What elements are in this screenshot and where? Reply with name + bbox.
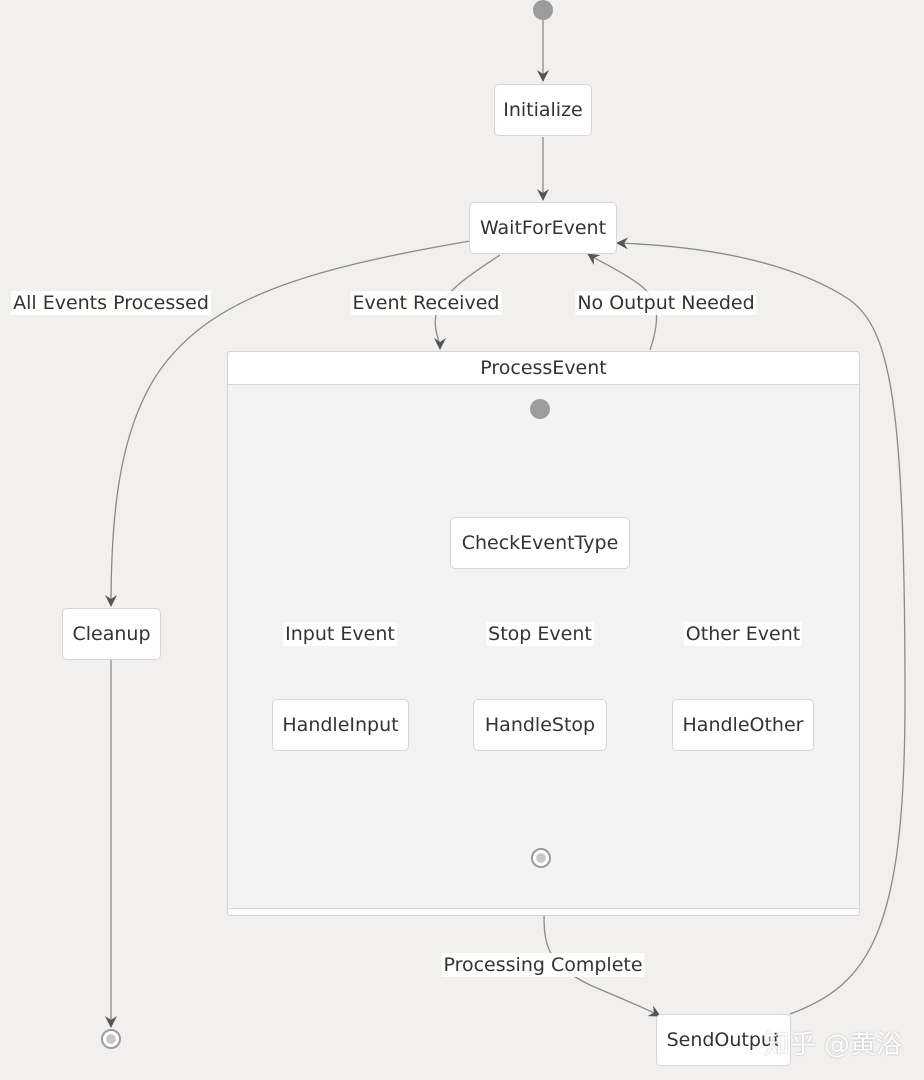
edge-wait-to-cleanup — [105, 240, 471, 607]
state-check-event-type[interactable]: CheckEventType — [450, 517, 630, 569]
state-handle-input[interactable]: HandleInput — [272, 699, 409, 751]
state-cleanup[interactable]: Cleanup — [62, 608, 161, 660]
state-handle-stop[interactable]: HandleStop — [473, 699, 607, 751]
label-stop-event: Stop Event — [486, 622, 594, 646]
process-event-title: ProcessEvent — [228, 352, 859, 385]
state-initialize[interactable]: Initialize — [494, 84, 592, 136]
state-wait-for-event[interactable]: WaitForEvent — [469, 202, 617, 254]
state-send-output[interactable]: SendOutput — [656, 1014, 791, 1066]
edge-process-to-wait — [587, 253, 658, 351]
edge-process-to-send — [543, 915, 661, 1017]
state-handle-other[interactable]: HandleOther — [672, 699, 814, 751]
label-event-received: Event Received — [350, 291, 502, 315]
watermark-text: 知乎 @黄浴 — [763, 1030, 902, 1060]
label-all-events-processed: All Events Processed — [11, 291, 211, 315]
label-no-output-needed: No Output Needed — [575, 291, 757, 315]
process-event-footer — [228, 908, 859, 915]
final-state-dot — [101, 1029, 121, 1049]
initial-state-dot — [533, 0, 553, 20]
inner-initial-state-dot — [530, 399, 550, 419]
edge-send-to-wait — [616, 237, 906, 1015]
label-processing-complete: Processing Complete — [441, 953, 645, 977]
inner-final-state-dot — [531, 848, 551, 868]
label-other-event: Other Event — [683, 622, 803, 646]
label-input-event: Input Event — [283, 622, 397, 646]
